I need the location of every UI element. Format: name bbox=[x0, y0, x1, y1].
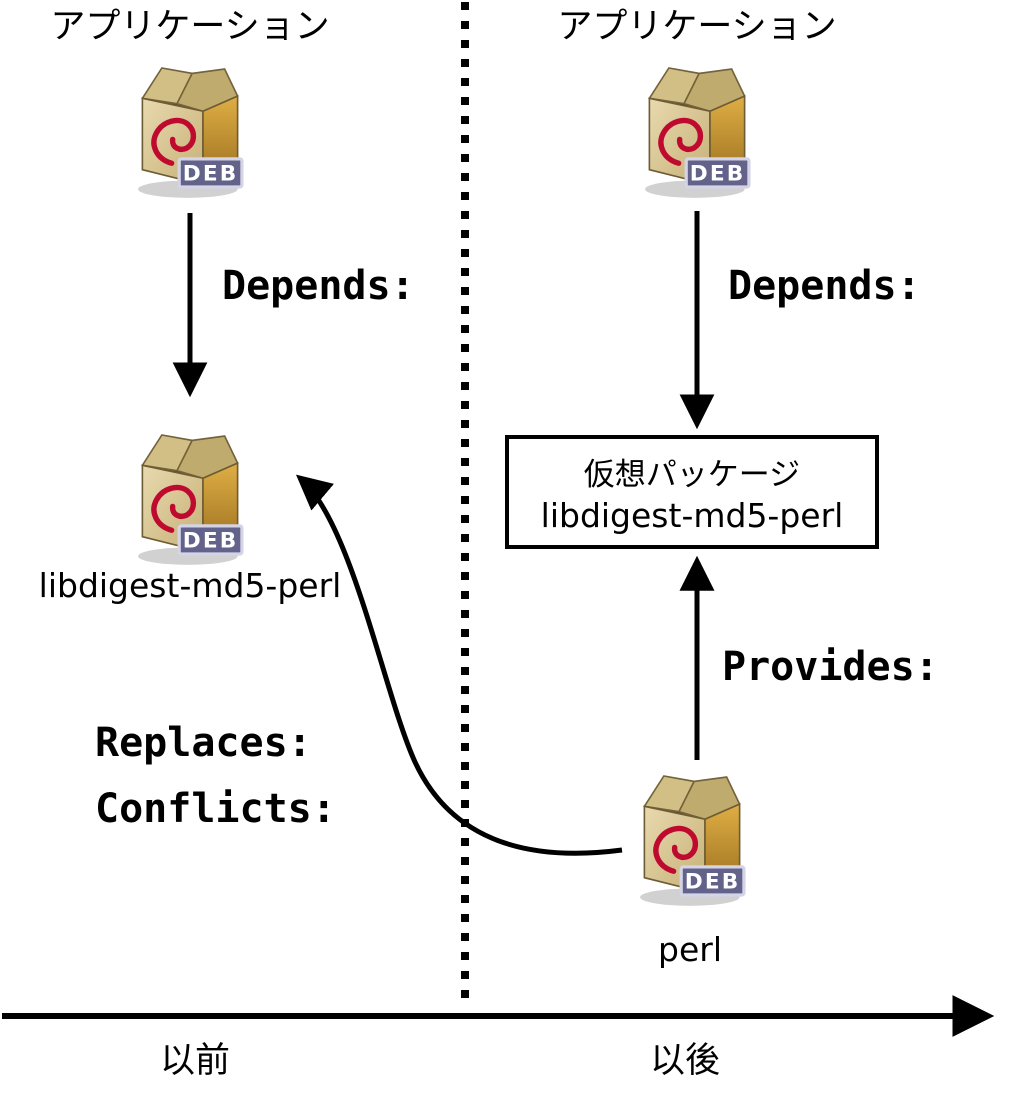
deb-badge-label: DEB bbox=[183, 162, 239, 187]
replaces-label: Replaces: bbox=[95, 720, 312, 766]
era-before-label: 以前 bbox=[159, 1041, 230, 1081]
virtual-package-title: 仮想パッケージ bbox=[583, 457, 801, 493]
virtual-package-name: libdigest-md5-perl bbox=[540, 496, 844, 535]
left-depends-label: Depends: bbox=[222, 263, 415, 309]
conflicts-label: Conflicts: bbox=[95, 786, 336, 832]
left-application-label: アプリケーション bbox=[50, 7, 330, 47]
virtual-package-box: 仮想パッケージ libdigest-md5-perl bbox=[505, 435, 879, 549]
deb-badge-label: DEB bbox=[690, 162, 746, 187]
right-depends-label: Depends: bbox=[728, 263, 921, 309]
provides-label: Provides: bbox=[722, 644, 939, 690]
left-application-deb-package-icon: DEB bbox=[125, 55, 255, 200]
left-package-name-label: libdigest-md5-perl bbox=[38, 566, 342, 605]
right-application-label: アプリケーション bbox=[557, 7, 837, 47]
perl-package-name-label: perl bbox=[658, 930, 722, 969]
perl-deb-package-icon: DEB bbox=[627, 763, 757, 908]
era-after-label: 以後 bbox=[649, 1041, 720, 1081]
deb-badge-label: DEB bbox=[183, 529, 239, 554]
deb-badge-label: DEB bbox=[685, 870, 741, 895]
right-application-deb-package-icon: DEB bbox=[632, 55, 762, 200]
libdigest-md5-perl-deb-package-icon: DEB bbox=[125, 422, 255, 567]
